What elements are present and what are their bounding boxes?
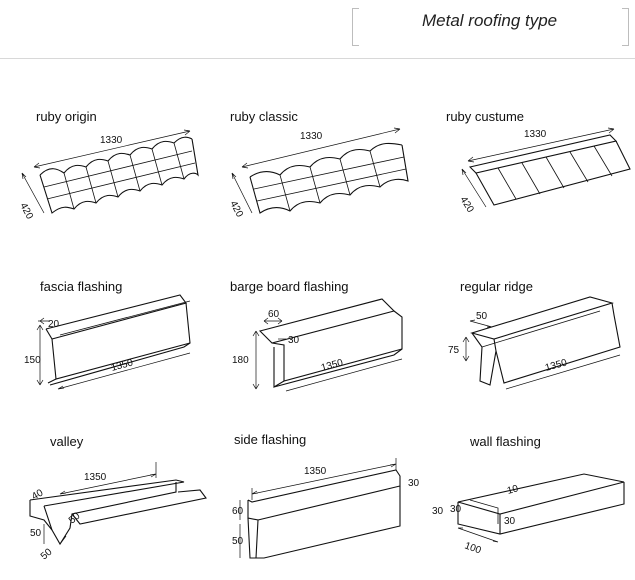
dim-top: 30 — [408, 478, 420, 489]
page-header: Metal roofing type — [0, 0, 635, 60]
barge-board-flashing-drawing: 60 30 180 1350 — [232, 298, 403, 392]
dim-base: 50 — [232, 536, 244, 547]
fascia-flashing-drawing: 20 150 1350 — [24, 294, 191, 390]
dim-length: 1350 — [304, 466, 327, 477]
dim-base: 100 — [463, 540, 483, 556]
dim-top: 10 — [506, 483, 520, 497]
dim-length: 1330 — [100, 135, 123, 146]
page-title: Metal roofing type — [422, 11, 558, 30]
item-label: barge board flashing — [230, 279, 349, 294]
header-divider — [0, 58, 635, 59]
dim-height: 75 — [448, 345, 460, 356]
item-label: regular ridge — [460, 279, 533, 294]
dim-width: 420 — [457, 195, 475, 215]
dim-left: 30 — [432, 506, 444, 517]
item-side-flashing: side flashing 1350 30 60 50 — [212, 420, 424, 580]
item-barge-board-flashing: barge board flashing 60 30 180 1350 — [212, 265, 424, 425]
item-valley: valley 1350 40 50 50 50 — [0, 420, 212, 580]
dim-length: 1350 — [84, 472, 107, 483]
dim-top: 60 — [268, 309, 280, 320]
dim-flange: 40 — [30, 487, 46, 502]
dim-length: 1330 — [524, 129, 547, 140]
ruby-origin-tile-drawing: 1330 420 — [17, 129, 199, 222]
ruby-classic-tile-drawing: 1330 420 — [227, 127, 409, 220]
item-label: side flashing — [234, 432, 307, 447]
item-ruby-custume: ruby custume 1330 420 — [424, 95, 635, 255]
wall-flashing-drawing: 10 30 30 30 100 — [432, 473, 625, 557]
item-wall-flashing: wall flashing 10 30 30 30 100 — [424, 420, 635, 580]
item-label: fascia flashing — [40, 279, 123, 294]
item-label: ruby classic — [230, 109, 298, 124]
ruby-custume-tile-drawing: 1330 420 — [457, 127, 631, 215]
item-regular-ridge: regular ridge 50 75 1350 — [424, 265, 635, 425]
dim-width: 420 — [227, 199, 245, 219]
valley-drawing: 1350 40 50 50 50 — [29, 462, 207, 562]
dim-base: 50 — [39, 546, 55, 562]
dim-fold: 30 — [450, 504, 462, 515]
dim-height: 60 — [232, 506, 244, 517]
title-bracket-right — [622, 8, 629, 46]
dim-top: 20 — [48, 319, 60, 330]
item-label: wall flashing — [470, 434, 541, 449]
item-ruby-classic: ruby classic 1330 420 — [212, 95, 424, 255]
item-ruby-origin: ruby origin 1330 420 — [0, 95, 212, 255]
regular-ridge-drawing: 50 75 1350 — [448, 296, 621, 390]
dim-depth: 50 — [30, 528, 42, 539]
dim-step: 30 — [288, 335, 300, 346]
dim-height: 180 — [232, 355, 249, 366]
title-bracket-left — [352, 8, 359, 46]
side-flashing-drawing: 1350 30 60 50 — [232, 458, 420, 559]
dim-width: 420 — [17, 201, 35, 221]
item-label: ruby origin — [36, 109, 97, 124]
item-label: ruby custume — [446, 109, 525, 124]
dim-width: 50 — [476, 311, 488, 322]
dim-height: 150 — [24, 355, 41, 366]
dim-length: 1330 — [300, 131, 323, 142]
dim-right: 30 — [504, 516, 516, 527]
item-label: valley — [50, 434, 84, 449]
item-fascia-flashing: fascia flashing 20 150 1350 — [0, 265, 212, 425]
